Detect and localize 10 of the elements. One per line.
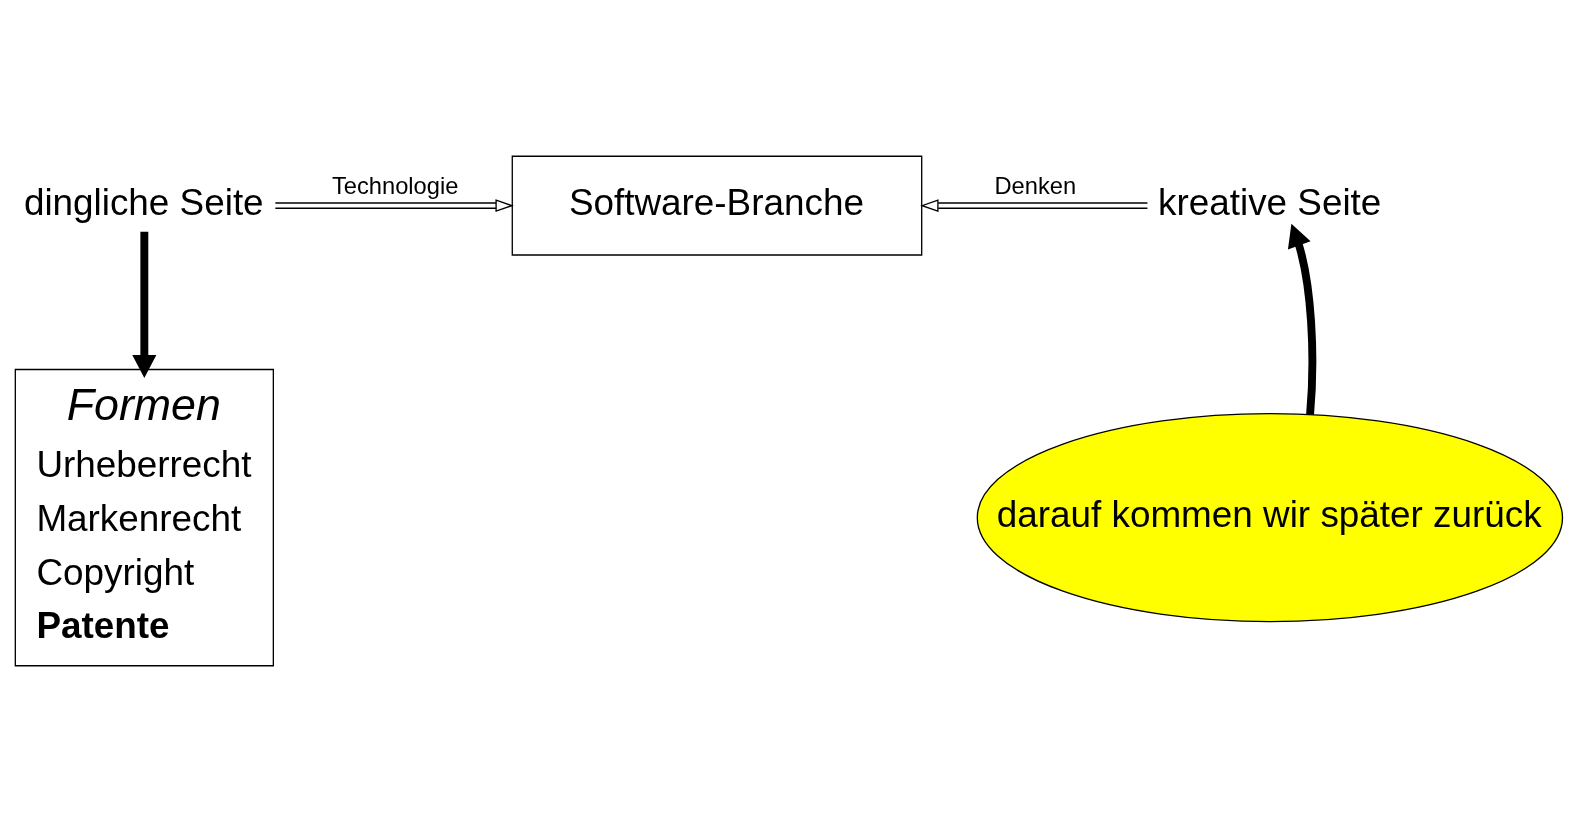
node-text: dingliche Seite — [23, 181, 264, 223]
node-box: Software-Branche — [511, 155, 923, 256]
node-ellipse: darauf kommen wir später zurück — [976, 412, 1564, 623]
arrow — [920, 199, 1149, 213]
arrow — [274, 199, 514, 213]
edge-label: Denken — [994, 173, 1077, 200]
edge-label: Technologie — [331, 173, 459, 200]
node-box: Formen Urheberrecht Markenrecht Copyright Patente — [14, 368, 274, 667]
node-text: kreative Seite — [1158, 181, 1382, 223]
arrow — [1287, 223, 1317, 415]
